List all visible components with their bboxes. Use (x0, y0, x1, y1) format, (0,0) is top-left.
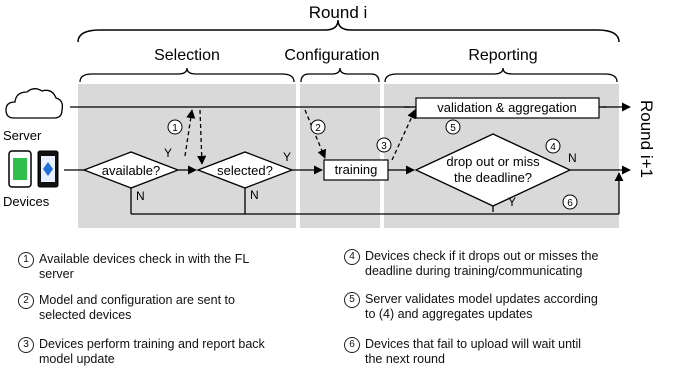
next-round-label: Round i+1 (637, 100, 656, 178)
step1-down-arrow (197, 109, 207, 165)
legend-number: 3 (18, 337, 34, 353)
step-marker-6: 6 (562, 194, 578, 210)
step-marker-5: 5 (445, 119, 461, 135)
server-label: Server (3, 128, 42, 143)
reporting-brace (384, 67, 618, 83)
legend-text: Devices perform training and report back… (39, 337, 265, 366)
round-brace (77, 19, 620, 43)
selection-brace (79, 67, 295, 83)
svg-text:1: 1 (172, 123, 178, 134)
step-marker-1: 1 (167, 119, 183, 135)
svg-text:6: 6 (567, 198, 573, 209)
svg-text:4: 4 (550, 142, 556, 153)
validation-box (415, 97, 600, 119)
legend-number: 6 (344, 337, 360, 353)
svg-text:3: 3 (381, 141, 387, 152)
phone-icon (8, 150, 32, 188)
dropout-no: N (568, 151, 577, 165)
tablet-icon (37, 150, 59, 188)
legend-number: 5 (344, 292, 360, 308)
step-marker-3: 3 (376, 137, 392, 153)
legend-number: 4 (344, 249, 360, 265)
step1-up-arrow (184, 109, 196, 157)
legend-text: Devices that fail to upload will wait un… (365, 337, 582, 366)
legend-text: Devices check if it drops out or misses … (365, 249, 599, 278)
available-no: N (136, 189, 145, 203)
selection-panel (78, 84, 296, 228)
legend-number: 1 (18, 252, 34, 268)
step-marker-4: 4 (545, 138, 561, 154)
step3-arrow (391, 109, 416, 161)
svg-text:5: 5 (450, 123, 456, 134)
selected-no: N (250, 188, 259, 202)
devices-label: Devices (3, 194, 50, 209)
legend-number: 2 (18, 293, 34, 309)
available-yes: Y (164, 146, 172, 160)
step-marker-2: 2 (310, 119, 326, 135)
phase-reporting: Reporting (468, 47, 537, 64)
selected-yes: Y (283, 150, 291, 164)
validation-label: validation & aggregation (437, 100, 577, 115)
configuration-panel (300, 84, 380, 228)
round-title: Round i (309, 3, 368, 22)
legend-text: Model and configuration are sent to sele… (39, 293, 235, 322)
step2-arrow (304, 109, 327, 159)
phase-configuration: Configuration (284, 47, 379, 64)
phase-selection: Selection (154, 47, 220, 64)
configuration-brace (300, 67, 380, 83)
selected-label: selected? (217, 163, 273, 178)
training-label: training (335, 162, 378, 177)
dropout-label-2: the deadline? (454, 170, 532, 185)
legend-text: Available devices check in with the FL s… (39, 252, 250, 281)
dropout-yes: Y (508, 195, 516, 209)
dropout-label-1: drop out or miss (446, 154, 540, 169)
svg-text:2: 2 (315, 123, 321, 134)
cloud-icon (5, 88, 64, 119)
legend-text: Server validates model updates according… (365, 292, 598, 321)
available-label: available? (102, 163, 161, 178)
